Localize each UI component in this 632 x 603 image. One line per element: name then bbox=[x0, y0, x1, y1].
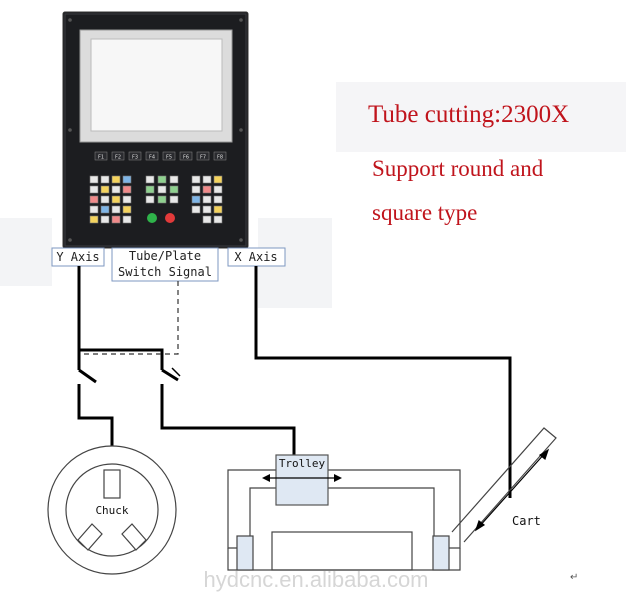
function-key-label: F3 bbox=[132, 155, 138, 161]
x-axis-label-box: X Axis bbox=[227, 247, 286, 267]
gantry-foot-right bbox=[432, 535, 450, 571]
alphanumeric-keypad bbox=[89, 175, 132, 224]
x-axis-wire bbox=[254, 266, 512, 498]
switch-signal-dashed-wire bbox=[82, 281, 179, 355]
wiring bbox=[77, 266, 512, 498]
y-axis-wire bbox=[77, 266, 164, 370]
watermark: hydcnc.en.alibaba.com bbox=[203, 567, 428, 592]
headline-line3: square type bbox=[372, 200, 477, 225]
headline-title: Tube cutting:2300X bbox=[368, 101, 569, 128]
headline-line2: Support round and bbox=[372, 156, 544, 181]
function-key-label: F6 bbox=[183, 155, 189, 161]
function-key-row: F1 F2 F3 F4 F5 F6 F7 F8 bbox=[94, 151, 227, 161]
chuck-wire bbox=[77, 384, 114, 446]
trolley-switch-lever bbox=[161, 368, 179, 382]
trolley-switch-crossbar bbox=[171, 367, 181, 377]
motion-keypad bbox=[145, 175, 179, 223]
switch-signal-label-box: Tube/Plate Switch Signal bbox=[111, 247, 219, 282]
chuck bbox=[47, 445, 177, 575]
function-key-label: F1 bbox=[98, 155, 104, 161]
switch-signal-label-line2: Switch Signal bbox=[118, 265, 212, 279]
gantry-foot-left bbox=[236, 535, 254, 571]
stop-button bbox=[165, 213, 175, 223]
function-key-label: F8 bbox=[217, 155, 223, 161]
cart-rail bbox=[451, 427, 557, 543]
x-axis-label: X Axis bbox=[234, 250, 277, 264]
controller-screen bbox=[90, 38, 223, 132]
headline-band bbox=[336, 82, 626, 152]
switch-signal-label-line1: Tube/Plate bbox=[129, 249, 201, 263]
cart-label: Cart bbox=[512, 514, 541, 528]
cnc-controller: F1 F2 F3 F4 F5 F6 F7 F8 bbox=[62, 11, 249, 249]
function-key-label: F7 bbox=[200, 155, 206, 161]
trolley-wire bbox=[160, 384, 296, 458]
return-mark-icon: ↵ bbox=[570, 572, 578, 583]
numeric-keypad bbox=[191, 175, 223, 224]
gantry-frame bbox=[227, 469, 461, 571]
chuck-switch-lever bbox=[78, 368, 97, 384]
start-button bbox=[147, 213, 157, 223]
chuck-label: Chuck bbox=[95, 504, 128, 517]
background-band-left bbox=[0, 218, 52, 286]
function-key-label: F4 bbox=[149, 155, 155, 161]
y-axis-label: Y Axis bbox=[56, 250, 99, 264]
trolley-label: Trolley bbox=[279, 457, 326, 470]
function-key-label: F5 bbox=[166, 155, 172, 161]
function-key-label: F2 bbox=[115, 155, 121, 161]
trolley: Trolley bbox=[262, 454, 342, 506]
y-axis-label-box: Y Axis bbox=[51, 247, 105, 267]
